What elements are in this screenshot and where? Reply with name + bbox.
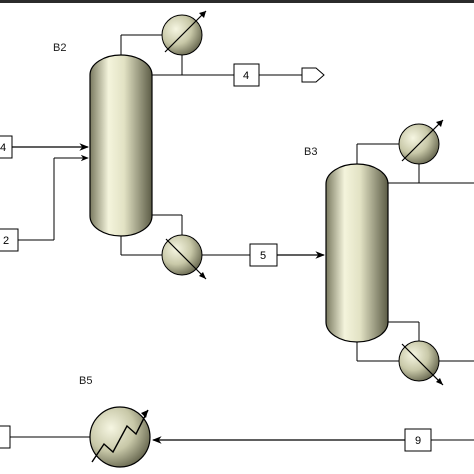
stream-4-feed[interactable] — [0, 135, 89, 159]
column-b2[interactable] — [89, 54, 153, 237]
stream-label-4-in: 4 — [0, 142, 6, 154]
stream-2-feed[interactable] — [0, 154, 89, 252]
reboiler-b3[interactable] — [356, 321, 474, 386]
stream-9[interactable] — [152, 428, 474, 452]
column-b3[interactable] — [325, 163, 389, 343]
stream-b5-outlet[interactable] — [0, 425, 90, 449]
block-label-b2: B2 — [53, 42, 66, 54]
stream-5[interactable] — [202, 243, 325, 267]
stream-label-9: 9 — [415, 435, 421, 447]
condenser-b2[interactable] — [120, 10, 207, 76]
stream-label-5: 5 — [260, 250, 266, 262]
block-label-b3: B3 — [304, 146, 317, 158]
block-label-b5: B5 — [79, 375, 92, 387]
stream-4-distillate[interactable] — [182, 63, 325, 87]
top-border-bar — [0, 0, 474, 3]
condenser-b3[interactable] — [356, 119, 474, 184]
heater-b5[interactable] — [89, 406, 151, 468]
stream-label-2: 2 — [3, 235, 9, 247]
stream-label-4-out: 4 — [243, 70, 249, 82]
